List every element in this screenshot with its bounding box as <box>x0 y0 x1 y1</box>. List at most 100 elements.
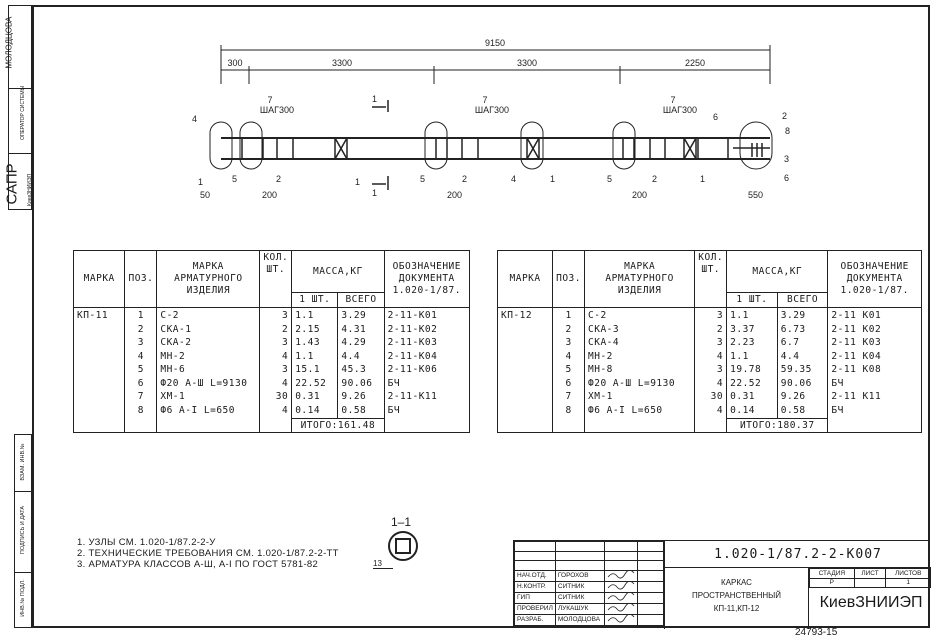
col-total: 3.29 6.73 6.7 4.4 59.35 90.06 9.26 0.58 <box>776 307 829 419</box>
header-doc: ОБОЗНАЧЕНИЕ ДОКУМЕНТА 1.020-1/87. <box>383 250 471 308</box>
stirrups <box>241 137 770 160</box>
header-item: МАРКА АРМАТУРНОГО ИЗДЕЛИЯ <box>583 250 696 308</box>
step-label: ШАГ300 <box>260 105 294 115</box>
svg-text:5: 5 <box>607 174 612 184</box>
svg-text:3: 3 <box>784 154 789 164</box>
signature <box>604 602 639 615</box>
header-one: 1 ШТ. <box>291 292 339 308</box>
svg-text:2: 2 <box>276 174 281 184</box>
header-mark: МАРКА <box>496 250 554 308</box>
col-item: С-2 СКА-3 СКА-4 МН-2 МН-8 Ф20 А-Ш L=9130… <box>583 307 696 433</box>
svg-text:6: 6 <box>713 112 718 122</box>
dim-2: 3300 <box>332 58 352 68</box>
section-marks <box>372 100 389 190</box>
svg-text:5: 5 <box>420 174 425 184</box>
document-code: 1.020-1/87.2-2-К007 <box>664 541 931 568</box>
header-mass: МАССА,КГ <box>726 250 829 293</box>
svg-text:4: 4 <box>192 114 197 124</box>
role: РАЗРАБ. <box>514 613 556 626</box>
svg-text:200: 200 <box>262 190 277 200</box>
header-doc: ОБОЗНАЧЕНИЕ ДОКУМЕНТА 1.020-1/87. <box>827 250 922 308</box>
svg-text:200: 200 <box>632 190 647 200</box>
col-doc: 2-11-К01 2-11-К02 2-11-К03 2-11-К04 2-11… <box>383 307 471 433</box>
dim-1: 300 <box>227 58 242 68</box>
person: МОЛОДЦОВА <box>554 613 606 626</box>
note-3: 3. АРМАТУРА КЛАССОВ А-Ш, А-I ПО ГОСТ 578… <box>77 559 319 570</box>
signature <box>604 613 639 626</box>
blank-row <box>514 541 664 552</box>
sheets-label: ЛИСТОВ <box>885 568 931 579</box>
stamp-cell-signature: ПОДПИСЬ И ДАТА <box>20 505 26 555</box>
beam <box>221 137 770 160</box>
svg-text:50: 50 <box>200 190 210 200</box>
stamp-cell-replace: ВЗАМ. ИНВ.№ <box>20 443 26 481</box>
note-1: 1. УЗЛЫ СМ. 1.020-1/87.2-2-У <box>77 537 216 548</box>
signature <box>604 569 639 582</box>
callout-7: 7 <box>267 95 272 105</box>
general-notes: 1. УЗЛЫ СМ. 1.020-1/87.2-2-У 2. ТЕХНИЧЕС… <box>77 537 339 570</box>
col-pos: 1 2 3 4 5 6 7 8 <box>124 307 158 433</box>
total-mass: ИТОГО:161.48 <box>291 418 385 433</box>
signature-row: РАЗРАБ.МОЛОДЦОВА <box>514 613 664 626</box>
total-mass: ИТОГО:180.37 <box>726 418 829 433</box>
svg-text:200: 200 <box>447 190 462 200</box>
stamp-cell-inventory: ИНВ.№ ПОДЛ. <box>20 579 26 617</box>
organization: КиевЗНИИЭП <box>819 594 923 611</box>
col-doc: 2-11 К01 2-11 К02 2-11 К03 2-11 К04 2-11… <box>827 307 922 433</box>
col-one: 1.1 3.37 2.23 1.1 19.78 22.52 0.31 0.14 <box>726 307 778 419</box>
dimension-lines <box>220 45 771 84</box>
blank-row <box>514 550 664 561</box>
person: СИТНИК <box>554 580 606 593</box>
sheet-value <box>853 577 887 588</box>
signature <box>604 580 639 593</box>
section-mark-bottom: 1 <box>372 188 377 198</box>
side-stamp: МОЛОДЦОВА ОПЕРАТОР СИСТЕМЫ САПР КиевЗНИИ… <box>4 5 33 210</box>
row-mark: КП-12 <box>496 307 554 433</box>
svg-text:8: 8 <box>785 126 790 136</box>
col-qty: 3 2 3 4 3 4 30 4 <box>694 307 728 433</box>
signature <box>604 591 639 604</box>
person: СИТНИК <box>554 591 606 604</box>
header-one: 1 ШТ. <box>726 292 778 308</box>
role: ПРОВЕРИЛ <box>514 602 556 615</box>
section-callout: 13 <box>373 559 393 569</box>
step-label: ШАГ300 <box>475 105 509 115</box>
signature-row: НАЧ.ОТД.ГОРОХОВ <box>514 569 664 582</box>
svg-text:2: 2 <box>652 174 657 184</box>
role: НАЧ.ОТД. <box>514 569 556 582</box>
dim-4: 2250 <box>685 58 705 68</box>
svg-text:4: 4 <box>511 174 516 184</box>
header-total: ВСЕГО <box>776 292 829 308</box>
col-total: 3.29 4.31 4.29 4.4 45.3 90.06 9.26 0.58 <box>337 307 385 419</box>
person: ЛУКАШУК <box>554 602 606 615</box>
drawing-frame <box>32 5 930 628</box>
svg-text:1: 1 <box>198 177 203 187</box>
dim-3: 3300 <box>517 58 537 68</box>
svg-text:1: 1 <box>550 174 555 184</box>
svg-text:1: 1 <box>700 174 705 184</box>
archive-number: 24793-15 <box>795 627 838 638</box>
stage-label: СТАДИЯ <box>809 568 855 579</box>
blank-row <box>514 560 664 571</box>
section-1-1: 1–1 13 <box>373 515 435 575</box>
dim-total: 9150 <box>485 38 505 48</box>
col-one: 1.1 2.15 1.43 1.1 15.1 22.52 0.31 0.14 <box>291 307 339 419</box>
header-qty: КОЛ. ШТ. <box>694 250 728 308</box>
stage-value: Р <box>809 577 855 588</box>
header-mark: МАРКА <box>72 250 126 308</box>
node-ovals <box>209 121 773 170</box>
svg-text:1: 1 <box>355 177 360 187</box>
header-total: ВСЕГО <box>337 292 385 308</box>
col-item: С-2 СКА-1 СКА-2 МН-2 МН-6 Ф20 А-Ш L=9130… <box>156 307 261 433</box>
section-title: 1–1 <box>391 515 412 529</box>
header-pos: ПОЗ. <box>552 250 585 308</box>
sheet-label: ЛИСТ <box>853 568 887 579</box>
step-label: ШАГ300 <box>663 105 697 115</box>
svg-text:5: 5 <box>232 174 237 184</box>
